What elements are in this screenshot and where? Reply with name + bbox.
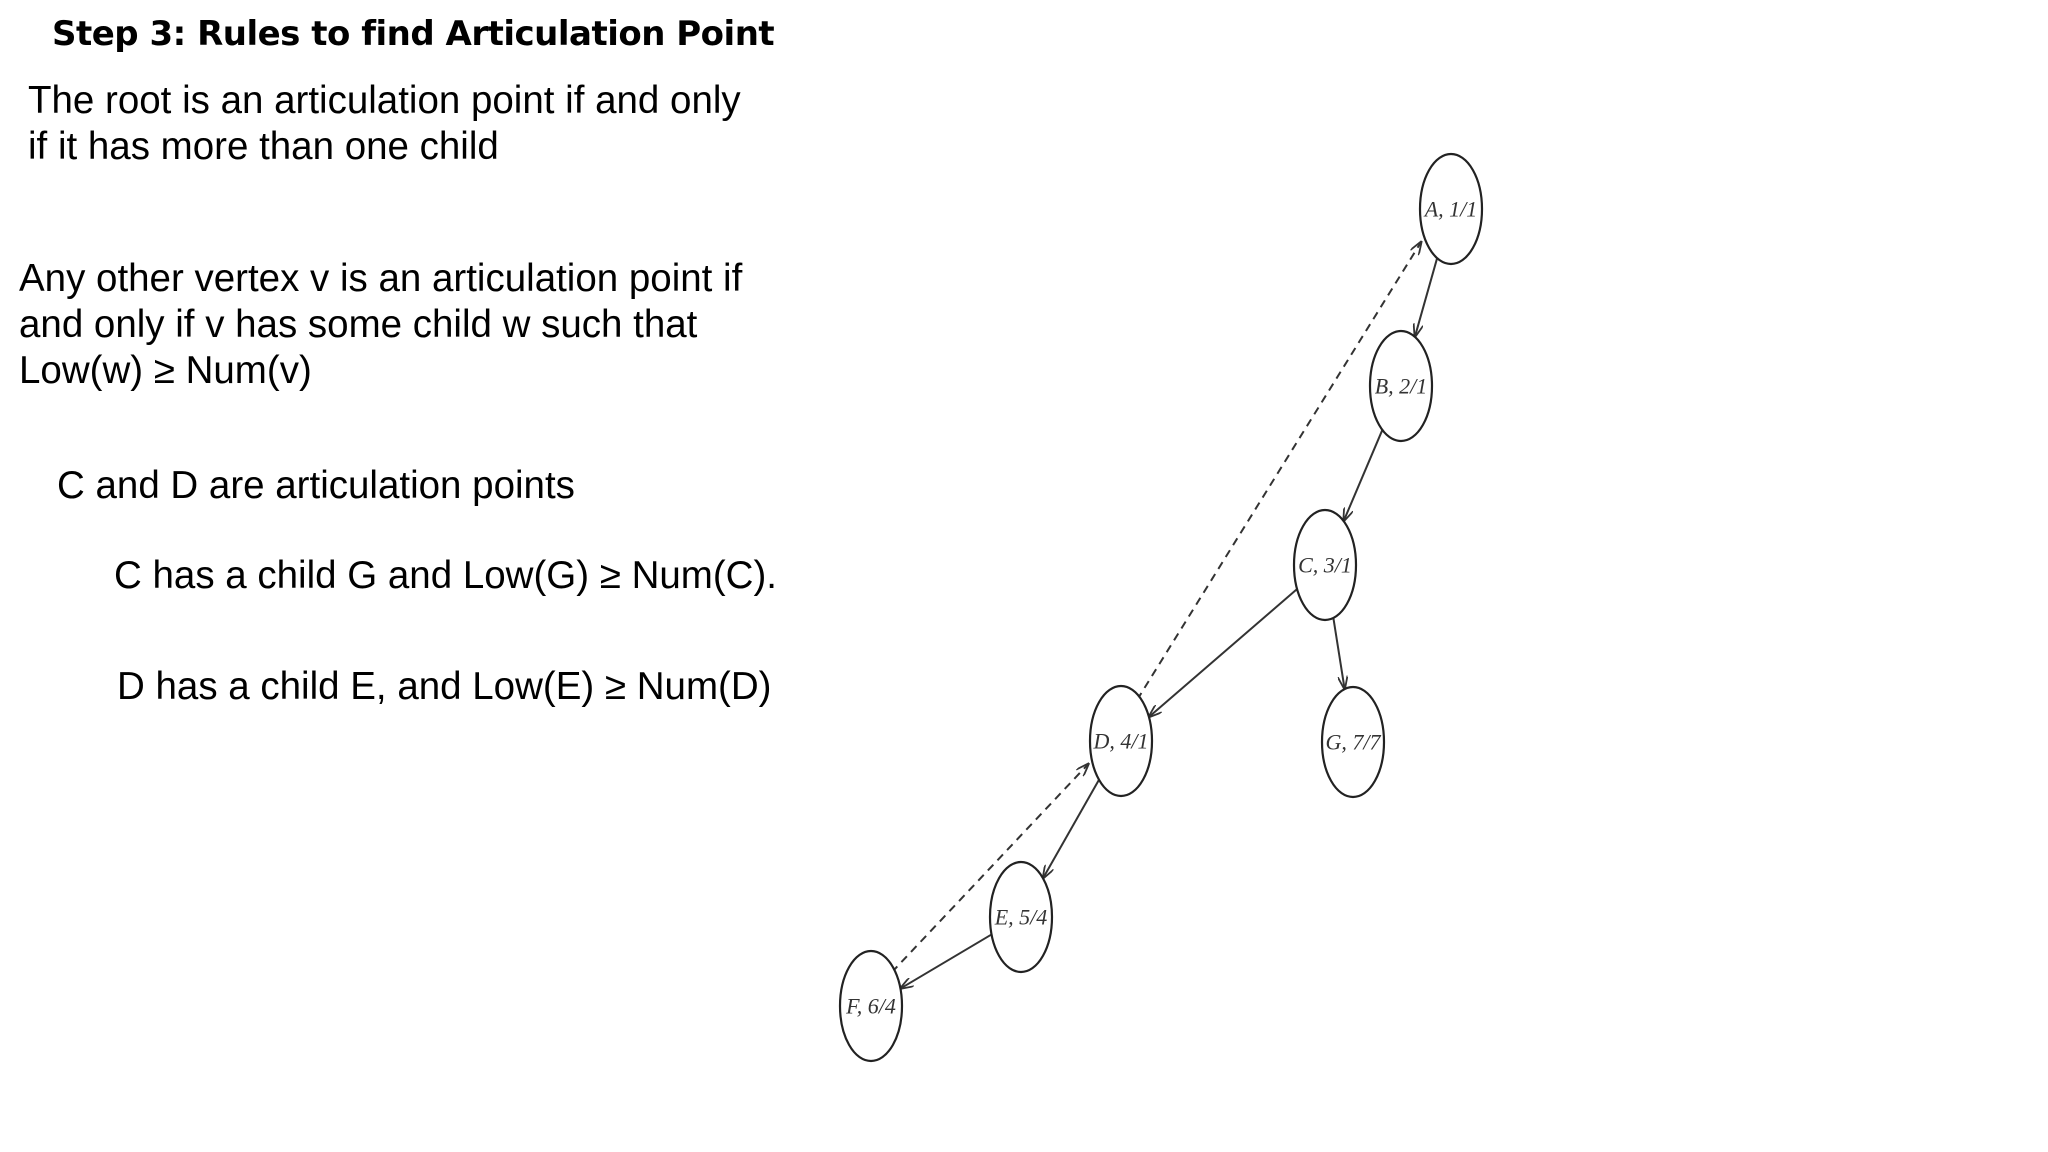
other-rule-line-1: Any other vertex v is an articulation po… <box>19 257 743 300</box>
reason-d-text: D has a child E, and Low(E) ≥ Num(D) <box>117 665 772 708</box>
back-edge-d-a <box>1136 242 1421 701</box>
graph-node-b: B, 2/1 <box>1368 329 1434 443</box>
node-circle <box>1418 152 1484 266</box>
graph-node-g: G, 7/7 <box>1320 685 1386 799</box>
graph-node-a: A, 1/1 <box>1418 152 1484 266</box>
reason-c-text: C has a child G and Low(G) ≥ Num(C). <box>114 554 777 597</box>
back-edge-f-d <box>891 764 1089 973</box>
conclusion-text: C and D are articulation points <box>57 464 575 507</box>
node-label: A, 1/1 <box>1423 197 1478 222</box>
node-circle <box>1292 508 1358 622</box>
other-rule-line-3: Low(w) ≥ Num(v) <box>19 349 312 392</box>
tree-edge-b-c <box>1344 429 1384 521</box>
tree-edge-c-d <box>1149 588 1298 717</box>
slide-title: Step 3: Rules to find Articulation Point <box>52 14 775 54</box>
node-circle <box>838 949 904 1063</box>
other-rule-line-2: and only if v has some child w such that <box>19 303 698 346</box>
tree-edge-d-e <box>1043 779 1100 879</box>
tree-edge-a-b <box>1415 257 1439 337</box>
node-circle <box>1368 329 1434 443</box>
graph-node-c: C, 3/1 <box>1292 508 1358 622</box>
node-label: C, 3/1 <box>1298 553 1352 578</box>
other-vertex-rule-text: Any other vertex v is an articulation po… <box>19 256 742 394</box>
node-circle <box>988 860 1054 974</box>
graph-node-e: E, 5/4 <box>988 860 1054 974</box>
node-label: B, 2/1 <box>1375 374 1428 399</box>
node-circle <box>1088 684 1154 798</box>
node-label: E, 5/4 <box>994 905 1048 930</box>
root-rule-line-2: if it has more than one child <box>28 125 499 168</box>
graph-node-d: D, 4/1 <box>1088 684 1154 798</box>
node-circle <box>1320 685 1386 799</box>
node-label: D, 4/1 <box>1093 729 1149 754</box>
node-label: F, 6/4 <box>845 994 896 1019</box>
graph-node-f: F, 6/4 <box>838 949 904 1063</box>
root-rule-text: The root is an articulation point if and… <box>28 78 741 170</box>
node-label: G, 7/7 <box>1326 730 1382 755</box>
root-rule-line-1: The root is an articulation point if and… <box>28 79 741 122</box>
tree-edge-e-f <box>900 933 993 988</box>
tree-edge-c-g <box>1332 617 1344 689</box>
